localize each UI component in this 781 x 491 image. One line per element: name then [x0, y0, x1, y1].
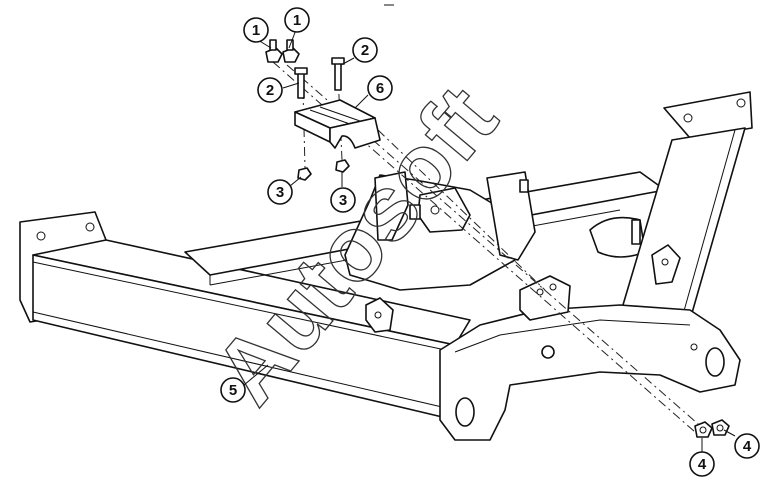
svg-text:2: 2 — [361, 42, 369, 59]
lower-yoke — [439, 275, 741, 441]
svg-text:1: 1 — [252, 22, 260, 39]
nut-lower-left — [694, 421, 713, 438]
callout-2-left: 2 — [257, 77, 283, 103]
svg-text:1: 1 — [293, 12, 301, 29]
nut-right — [335, 159, 350, 173]
callout-6: 6 — [367, 75, 393, 101]
side-rail — [619, 91, 753, 321]
bolt-left — [294, 67, 308, 99]
callout-1-left: 1 — [243, 17, 269, 43]
svg-text:6: 6 — [376, 80, 384, 97]
callout-3-left: 3 — [267, 179, 293, 205]
leader-lines — [243, 29, 736, 452]
clamp-block — [294, 99, 381, 149]
centre-mast — [344, 171, 536, 291]
callout-5: 5 — [220, 377, 246, 403]
callout-3-right: 3 — [330, 187, 356, 213]
nut-lower-right — [711, 419, 730, 436]
svg-text:3: 3 — [276, 184, 284, 201]
callout-4-right: 4 — [734, 433, 760, 459]
svg-text:5: 5 — [229, 382, 237, 399]
screw-left — [265, 39, 283, 63]
svg-text:3: 3 — [339, 192, 347, 209]
bolt-right — [331, 57, 345, 91]
callout-1-right: 1 — [284, 7, 310, 33]
svg-text:4: 4 — [698, 456, 707, 473]
callout-4-left: 4 — [689, 451, 715, 477]
hitch-bracket — [365, 297, 394, 333]
svg-text:4: 4 — [743, 438, 752, 455]
nut-left — [297, 167, 312, 181]
callout-2-right: 2 — [352, 37, 378, 63]
svg-text:2: 2 — [266, 82, 274, 99]
